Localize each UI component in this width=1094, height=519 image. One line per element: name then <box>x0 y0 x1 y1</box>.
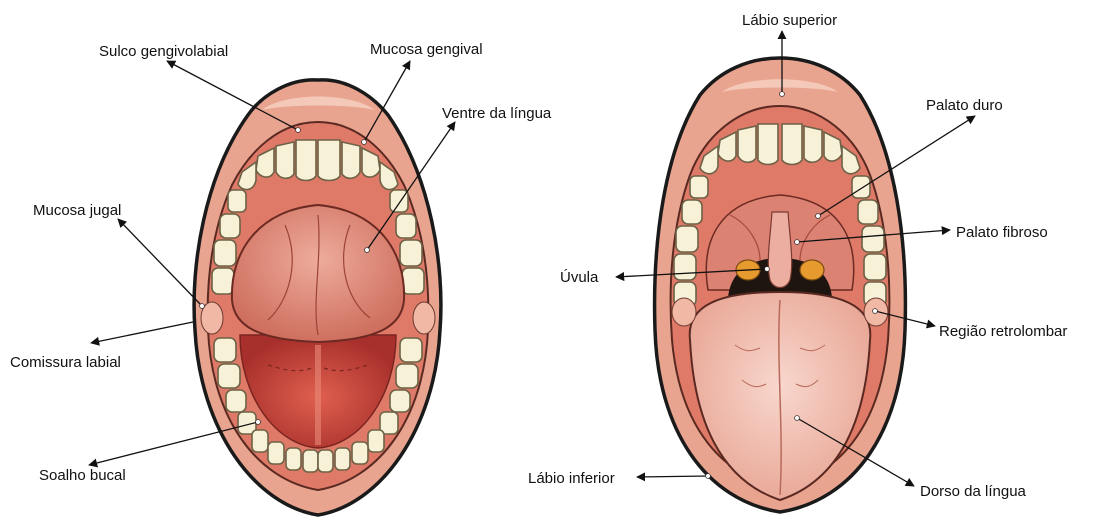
label-palato-fibroso: Palato fibroso <box>956 224 1048 241</box>
label-soalho-bucal: Soalho bucal <box>39 467 126 484</box>
label-sulco-gengivolabial: Sulco gengivolabial <box>99 43 228 60</box>
right-uvula <box>768 212 791 288</box>
label-mucosa-gengival: Mucosa gengival <box>370 41 483 58</box>
label-labio-superior: Lábio superior <box>742 12 837 29</box>
leader-comissura-labial <box>91 322 193 343</box>
right-tonsil-right <box>800 260 824 280</box>
label-labio-inferior: Lábio inferior <box>528 470 615 487</box>
label-uvula: Úvula <box>560 269 599 286</box>
labels: Sulco gengivolabial Mucosa gengival Vent… <box>10 12 1067 500</box>
label-regiao-retrolombar: Região retrolombar <box>939 323 1067 340</box>
label-comissura-labial: Comissura labial <box>10 354 121 371</box>
label-mucosa-jugal: Mucosa jugal <box>33 202 121 219</box>
right-mouth-illustration <box>655 58 906 512</box>
label-dorso-lingua: Dorso da língua <box>920 483 1027 500</box>
label-palato-duro: Palato duro <box>926 97 1003 114</box>
leader-mucosa-jugal <box>118 219 202 306</box>
leader-labio-inferior <box>637 476 708 477</box>
label-ventre-lingua: Ventre da língua <box>442 105 552 122</box>
left-mouth-illustration <box>194 80 441 515</box>
